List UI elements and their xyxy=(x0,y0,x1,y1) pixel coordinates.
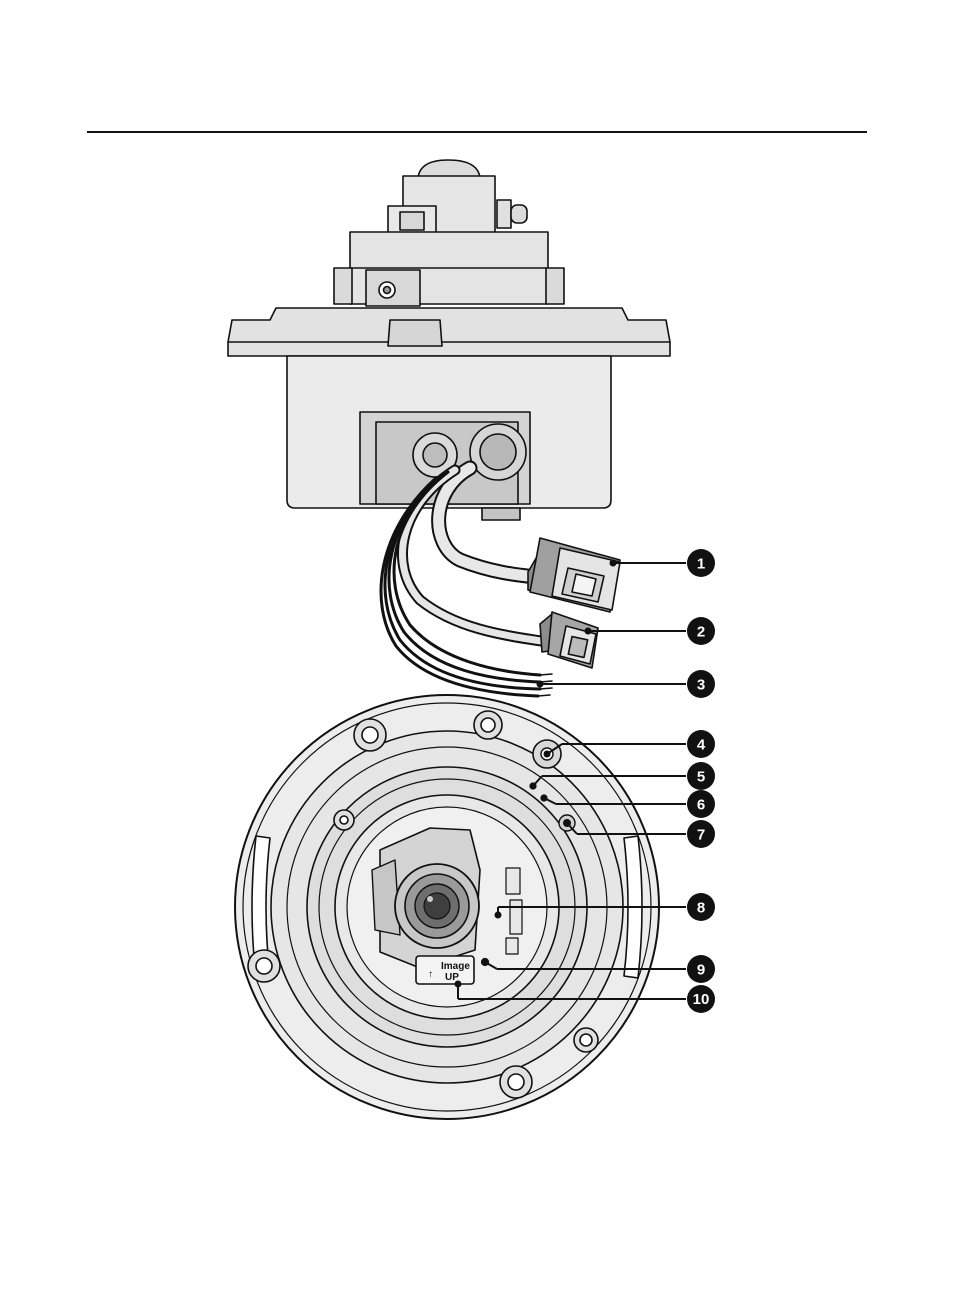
callout-10: 10 xyxy=(687,985,715,1013)
callout-8: 8 xyxy=(687,893,715,921)
callout-badges: 1 2 3 4 5 6 7 8 xyxy=(687,549,715,1013)
svg-text:2: 2 xyxy=(697,624,705,641)
svg-text:6: 6 xyxy=(697,797,705,814)
lan-connector xyxy=(528,538,620,612)
svg-text:5: 5 xyxy=(697,769,705,786)
svg-text:1: 1 xyxy=(697,556,705,573)
callout-5: 5 xyxy=(687,762,715,790)
camera-side-view xyxy=(228,160,670,520)
svg-text:9: 9 xyxy=(697,962,705,979)
svg-text:10: 10 xyxy=(693,991,710,1008)
callout-9: 9 xyxy=(687,955,715,983)
callout-7: 7 xyxy=(687,820,715,848)
callout-4: 4 xyxy=(687,730,715,758)
svg-text:3: 3 xyxy=(697,677,705,694)
svg-text:8: 8 xyxy=(697,900,705,917)
callout-1: 1 xyxy=(687,549,715,577)
svg-text:7: 7 xyxy=(697,827,705,844)
callout-6: 6 xyxy=(687,790,715,818)
lens-label-arrow: ↑ xyxy=(428,969,433,980)
lens-label-line1: Image xyxy=(441,961,470,972)
callout-3: 3 xyxy=(687,670,715,698)
small-connector xyxy=(540,612,598,668)
svg-text:4: 4 xyxy=(697,737,706,754)
callout-2: 2 xyxy=(687,617,715,645)
